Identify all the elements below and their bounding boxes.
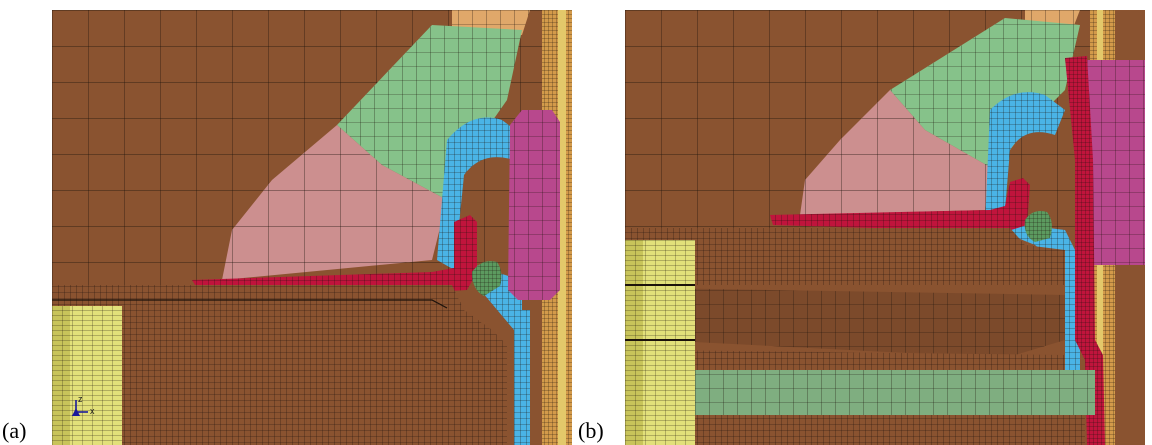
panel-label-b: (b) — [578, 418, 604, 443]
axis-triad: z x — [72, 394, 95, 416]
mesh-panel-b — [625, 10, 1145, 445]
triad-x-label: x — [90, 406, 95, 416]
panel-label-a: (a) — [2, 418, 27, 443]
mesh-panel-a: z x — [52, 10, 572, 445]
triad-z-label: z — [78, 394, 83, 404]
